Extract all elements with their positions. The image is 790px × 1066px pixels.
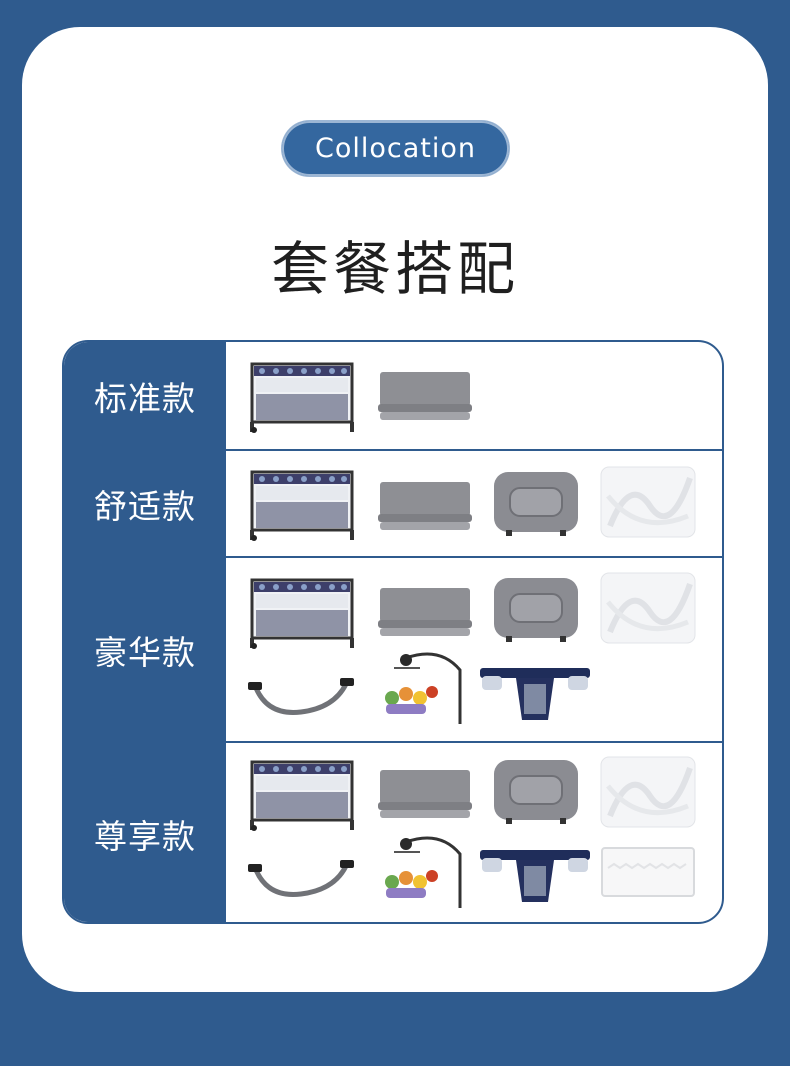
page-title: 套餐搭配 <box>270 235 519 303</box>
package-label-standard: 标准款 <box>94 378 196 418</box>
mosquito-net-icon <box>600 756 696 828</box>
playpen-icon <box>248 358 356 434</box>
package-table: 标准款 舒适款 豪华款 尊享款 <box>62 340 724 924</box>
package-label-comfort: 舒适款 <box>94 486 196 526</box>
bassinet-icon <box>492 758 580 826</box>
bassinet-icon <box>492 470 580 538</box>
playpen-icon <box>248 756 356 832</box>
bassinet-icon <box>492 576 580 644</box>
folded-mat-icon <box>378 370 472 422</box>
playpen-icon <box>248 574 356 650</box>
package-label-deluxe: 豪华款 <box>94 632 196 672</box>
rocker-bar-icon <box>246 858 356 902</box>
row-divider <box>64 449 722 451</box>
folded-mat-icon <box>378 480 472 532</box>
toy-mobile-icon <box>380 832 472 912</box>
row-divider <box>64 556 722 558</box>
collocation-badge-label: Collocation <box>314 133 476 164</box>
rocker-bar-icon <box>246 676 356 720</box>
mosquito-net-icon <box>600 572 696 644</box>
package-label-column <box>64 342 226 922</box>
mattress-icon <box>600 846 696 898</box>
changing-table-icon <box>478 664 592 722</box>
playpen-icon <box>248 466 356 542</box>
collocation-badge: Collocation <box>282 121 509 176</box>
toy-mobile-icon <box>380 648 472 728</box>
folded-mat-icon <box>378 768 472 820</box>
package-label-premium: 尊享款 <box>94 816 196 856</box>
mosquito-net-icon <box>600 466 696 538</box>
column-divider <box>224 342 226 922</box>
changing-table-icon <box>478 846 592 904</box>
folded-mat-icon <box>378 586 472 638</box>
row-divider <box>64 741 722 743</box>
